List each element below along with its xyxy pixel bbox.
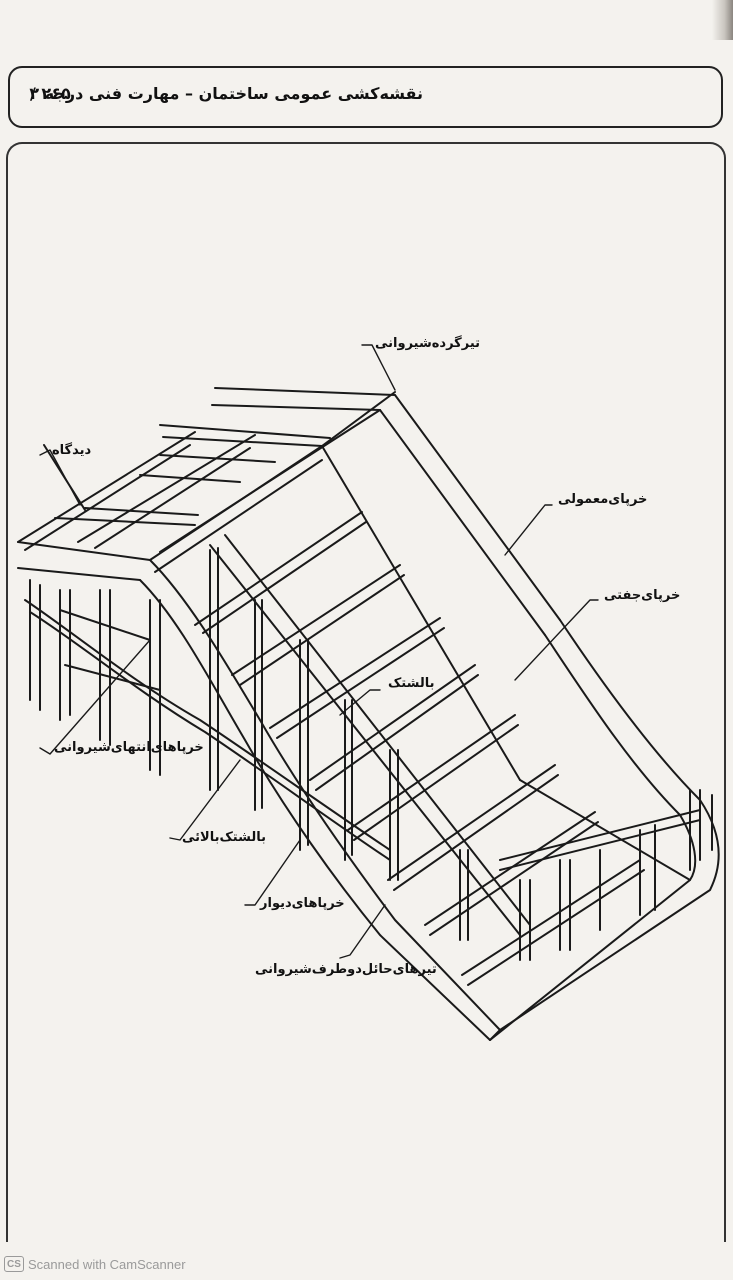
page-number: ۲۶۵ / — [30, 84, 71, 103]
label-didgah: دیدگاه — [52, 443, 92, 458]
header-box — [8, 66, 723, 128]
label-kharpa-jofti: خرپای‌جفتی — [604, 588, 681, 603]
leader-lines — [39, 344, 599, 959]
label-baleshtak-balaei: بالشتک‌بالائی — [182, 830, 266, 845]
purlins — [154, 459, 645, 986]
camscanner-logo: CS — [4, 1256, 24, 1272]
wall-studs — [29, 547, 713, 961]
content-frame — [6, 142, 726, 1242]
left-gable-roof — [17, 431, 323, 581]
header-title: نقشه‌کشی عمومی ساختمان – مهارت فنی درجه … — [29, 84, 423, 103]
page-edge-shadow — [712, 0, 733, 40]
label-kharpa-mamuli: خرپای‌معمولی — [558, 492, 648, 507]
label-tir-hayel: تیرهای‌حائل‌دوطرف‌شیروانی — [255, 962, 437, 977]
label-kharpa-entehaye: خرپاهای‌انتهای‌شیروانی — [54, 740, 204, 755]
label-tir-gerde: تیرگرده‌شیروانی — [375, 336, 481, 351]
label-baleshtak: بالشتک — [388, 676, 435, 691]
ridge-beams — [159, 387, 396, 456]
label-kharpa-divar: خرپاهای‌دیوار — [260, 896, 345, 911]
wall-plates — [24, 599, 701, 871]
camscanner-text: Scanned with CamScanner — [28, 1256, 186, 1272]
camscanner-watermark: CS Scanned with CamScanner — [4, 1254, 186, 1274]
